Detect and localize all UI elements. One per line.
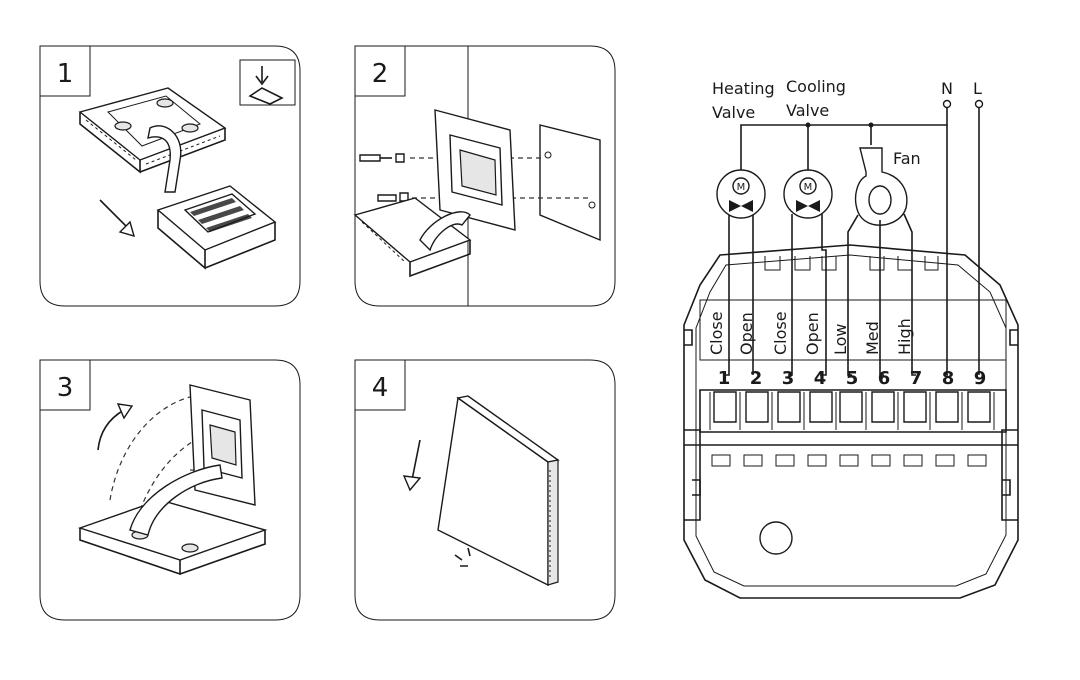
- neutral-terminal: [942, 99, 952, 109]
- terminal-number-4: 4: [814, 368, 827, 389]
- mounting-bracket: [434, 109, 516, 231]
- fan-label: Fan: [893, 149, 921, 168]
- step-4-panel: 4: [354, 359, 616, 621]
- cooling-valve-label-line1: Cooling: [786, 77, 846, 96]
- terminal-number-2: 2: [750, 368, 763, 389]
- step-1-number: 1: [57, 59, 74, 89]
- heating-valve-label-line1: Heating: [712, 79, 775, 98]
- step-4-number: 4: [372, 373, 389, 403]
- screw-icon: [359, 153, 405, 163]
- terminal-label-1: Close: [707, 311, 726, 355]
- live-label: L: [973, 79, 982, 98]
- terminal-number-7: 7: [910, 368, 923, 389]
- ribbon-cable: [129, 464, 223, 536]
- thermostat-front-panel: [437, 395, 560, 587]
- terminal-number-8: 8: [942, 368, 955, 389]
- motor-symbol: M: [737, 182, 746, 193]
- terminal-number-9: 9: [974, 368, 987, 389]
- terminal-label-6: Med: [863, 321, 882, 355]
- terminal-label-5: Low: [831, 323, 850, 355]
- terminal-screws: [709, 391, 995, 430]
- arrow-down-icon: [402, 475, 422, 492]
- terminal-number-6: 6: [878, 368, 891, 389]
- screw-icon: [377, 192, 409, 202]
- step-3-number: 3: [57, 373, 74, 403]
- terminal-label-3: Close: [771, 311, 790, 355]
- reset-button-icon: [759, 521, 793, 555]
- step-1-panel: 1: [39, 45, 301, 307]
- live-terminal: [974, 99, 984, 109]
- curved-arrow-icon: [97, 409, 125, 451]
- panel-base: [77, 499, 268, 576]
- terminal-number-3: 3: [782, 368, 795, 389]
- panel-base: [353, 197, 472, 278]
- cooling-valve-label-line2: Valve: [786, 101, 829, 120]
- arrow-down-icon: [255, 66, 269, 86]
- arrow-diagonal-icon: [118, 220, 136, 238]
- ribbon-cable: [147, 125, 182, 193]
- neutral-label: N: [941, 79, 953, 98]
- terminal-label-2: Open: [737, 312, 756, 355]
- terminal-number-1: 1: [718, 368, 731, 389]
- wall-plate: [539, 124, 601, 242]
- step-2-panel: 2: [353, 45, 616, 307]
- motor-symbol: M: [804, 182, 813, 193]
- terminal-label-7: High: [895, 318, 914, 355]
- terminal-number-5: 5: [846, 368, 859, 389]
- step-3-panel: 3: [39, 359, 301, 621]
- neutral-bus-wire: [740, 108, 948, 170]
- click-icon: [454, 547, 471, 567]
- terminal-module: [156, 185, 277, 270]
- thermostat-back-module: [683, 244, 1019, 599]
- terminal-label-4: Open: [803, 312, 822, 355]
- heating-valve: M: [716, 169, 766, 219]
- heating-valve-label-line2: Valve: [712, 103, 755, 122]
- cooling-valve: M: [783, 169, 833, 219]
- fan-symbol: [854, 147, 908, 226]
- mounting-frame: [78, 87, 227, 174]
- mounting-bracket: [189, 384, 256, 506]
- step-2-number: 2: [372, 59, 389, 89]
- ribbon-cable: [419, 211, 471, 252]
- wiring-diagram: Heating Valve Cooling Valve N L Fan M: [683, 77, 1019, 599]
